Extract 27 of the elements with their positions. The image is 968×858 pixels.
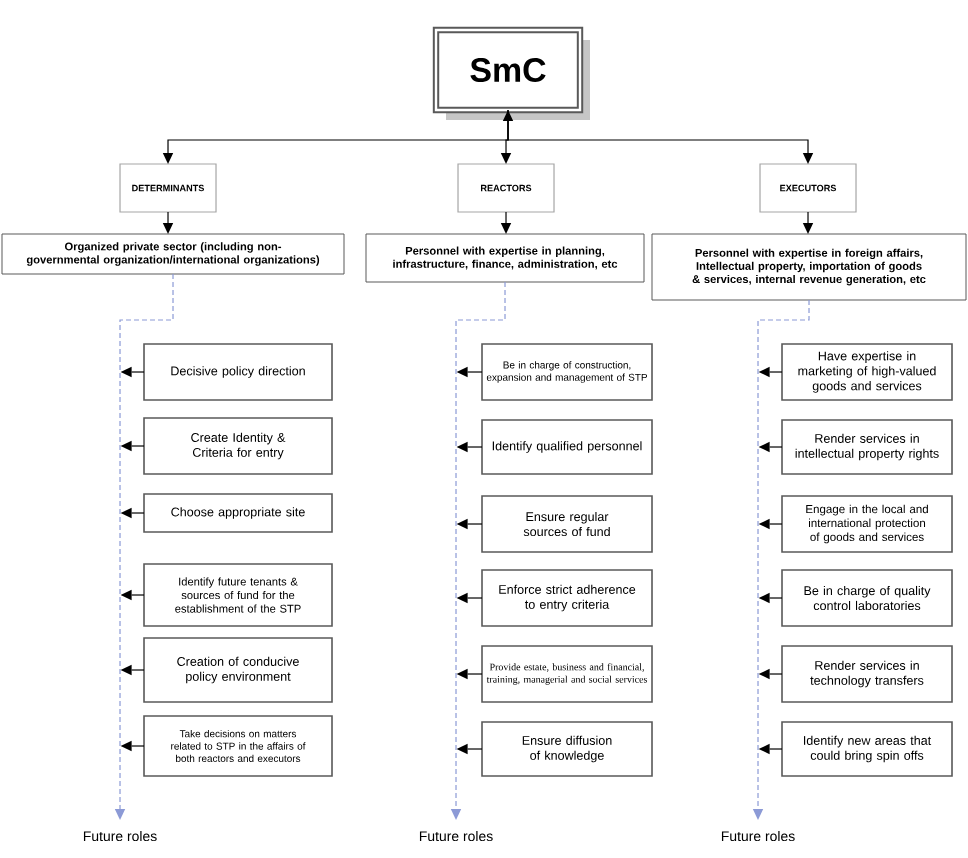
arrow bbox=[456, 668, 483, 680]
arrow bbox=[758, 743, 783, 755]
arrow bbox=[120, 366, 145, 378]
arrow bbox=[758, 518, 783, 530]
arrow bbox=[456, 366, 483, 378]
dashed-arrow bbox=[752, 299, 810, 820]
arrow bbox=[162, 211, 174, 234]
arrow bbox=[456, 592, 483, 604]
arrow bbox=[507, 109, 814, 164]
arrow bbox=[120, 589, 145, 601]
title-box: SmC bbox=[432, 26, 590, 120]
arrow bbox=[456, 518, 483, 530]
arrow bbox=[456, 441, 483, 453]
dashed-arrow bbox=[450, 281, 506, 820]
arrow bbox=[120, 664, 145, 676]
arrow bbox=[802, 211, 814, 234]
arrow bbox=[758, 366, 783, 378]
arrow bbox=[456, 743, 483, 755]
arrow bbox=[500, 211, 512, 234]
arrow bbox=[500, 110, 514, 164]
arrow bbox=[758, 668, 783, 680]
arrow bbox=[120, 507, 145, 519]
arrow bbox=[120, 740, 145, 752]
arrow bbox=[120, 440, 145, 452]
arrow bbox=[758, 592, 783, 604]
arrow bbox=[758, 441, 783, 453]
dashed-arrow bbox=[114, 273, 174, 820]
